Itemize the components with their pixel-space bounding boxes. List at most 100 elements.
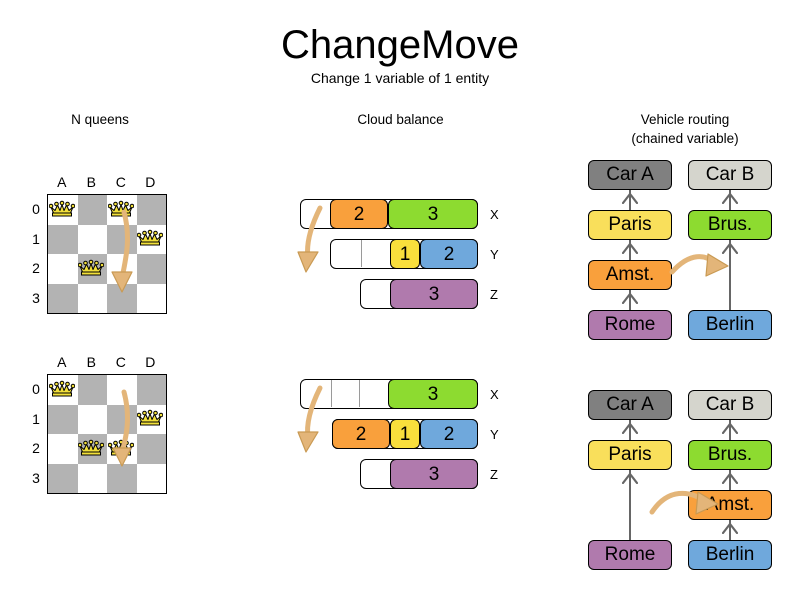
vrp-connector-vrp-after-a-0 [628, 420, 632, 440]
board-column-label-B: B [86, 174, 96, 190]
chess-cell-B1[interactable] [77, 404, 107, 434]
cloud-process-Z-1[interactable]: 3 [390, 459, 478, 489]
vrp-arrowhead-vrp-after-b-1 [721, 471, 739, 489]
vrp-arrowhead-vrp-before-a-2 [621, 291, 639, 309]
vrp-node-amst[interactable]: Amst. [688, 490, 772, 520]
vrp-arrowhead-vrp-before-b-0 [721, 191, 739, 209]
cloud-process-Y-3[interactable]: 2 [420, 419, 478, 449]
queen-piece-D1[interactable] [136, 229, 164, 249]
chess-cell-C1[interactable] [107, 224, 137, 254]
queen-piece-A0[interactable] [48, 380, 76, 400]
vrp-node-rome[interactable]: Rome [588, 310, 672, 340]
queen-piece-B2[interactable] [77, 259, 105, 279]
board-row-label-0: 0 [32, 381, 40, 397]
chess-cell-A3[interactable] [48, 283, 78, 313]
vrp-arrowhead-vrp-after-b-0 [721, 421, 739, 439]
cloud-machine-label-X: X [490, 387, 499, 402]
vrp-node-amst[interactable]: Amst. [588, 260, 672, 290]
vrp-node-brus[interactable]: Brus. [688, 210, 772, 240]
vrp-arrowhead-vrp-before-a-0 [621, 191, 639, 209]
chess-cell-C3[interactable] [107, 283, 137, 313]
vrp-connector-vrp-before-b-0 [728, 190, 732, 210]
vrp-node-paris[interactable]: Paris [588, 440, 672, 470]
cloud-machine-label-Y: Y [490, 247, 499, 262]
vrp-connector-vrp-before-a-0 [628, 190, 632, 210]
board-column-label-D: D [145, 174, 156, 190]
board-row-label-3: 3 [32, 289, 40, 306]
chess-cell-B0[interactable] [77, 375, 107, 405]
board-row-label-1: 1 [32, 410, 40, 427]
chess-cell-D0[interactable] [136, 375, 166, 405]
vrp-node-cara[interactable]: Car A [588, 160, 672, 190]
chess-cell-C1[interactable] [107, 404, 137, 434]
cloud-bar-divider [361, 240, 363, 267]
cloud-machine-label-Z: Z [490, 467, 498, 482]
chess-cell-D2[interactable] [136, 254, 166, 284]
page-subtitle: Change 1 variable of 1 entity [310, 70, 490, 86]
cloud-process-X-1[interactable]: 3 [388, 379, 478, 409]
vrp-node-paris[interactable]: Paris [588, 210, 672, 240]
cloud-machine-label-Z: Z [490, 287, 498, 302]
cloud-machine-label-X: X [490, 207, 499, 222]
cloud-process-Z-1[interactable]: 3 [390, 279, 478, 309]
chess-cell-B3[interactable] [77, 463, 107, 493]
vrp-connector-vrp-before-a-1 [628, 240, 632, 260]
vrp-arrowhead-vrp-before-b-1 [721, 241, 739, 259]
chess-cell-A1[interactable] [48, 404, 78, 434]
chess-cell-A2[interactable] [48, 434, 78, 464]
board-column-label-D: D [145, 354, 156, 370]
cloud-process-X-2[interactable]: 3 [388, 199, 478, 229]
cloud-process-X-1[interactable]: 2 [330, 199, 388, 229]
chess-cell-C2[interactable] [107, 254, 137, 284]
vrp-arrowhead-vrp-before-a-1 [621, 241, 639, 259]
cloud-process-Y-2[interactable]: 2 [420, 239, 478, 269]
vrp-node-carb[interactable]: Car B [688, 160, 772, 190]
vrp-connector-vrp-after-a-1 [628, 470, 632, 540]
section-heading-cloud-balance: Cloud balance [357, 112, 444, 127]
vrp-connector-vrp-after-b-2 [728, 520, 732, 540]
queen-piece-C0[interactable] [107, 200, 135, 220]
vrp-arrowhead-vrp-after-a-0 [621, 421, 639, 439]
vrp-node-cara[interactable]: Car A [588, 390, 672, 420]
cloud-bar-divider [359, 380, 361, 407]
chess-cell-A3[interactable] [48, 463, 78, 493]
board-column-label-A: A [57, 174, 67, 190]
board-column-label-A: A [57, 354, 67, 370]
chess-cell-C3[interactable] [107, 463, 137, 493]
chess-cell-A1[interactable] [48, 224, 78, 254]
cloud-machine-label-Y: Y [490, 427, 499, 442]
queen-piece-D1[interactable] [136, 409, 164, 429]
vrp-connector-vrp-before-b-1 [728, 240, 732, 310]
queen-piece-C2[interactable] [107, 439, 135, 459]
cloud-process-Y-1[interactable]: 2 [332, 419, 390, 449]
section-heading-vehicle-routing: Vehicle routing (chained variable) [600, 110, 770, 148]
board-row-label-2: 2 [32, 260, 40, 276]
chess-cell-D2[interactable] [136, 434, 166, 464]
chess-cell-B0[interactable] [77, 195, 107, 225]
board-column-label-C: C [115, 174, 126, 190]
vrp-connector-vrp-after-b-1 [728, 470, 732, 490]
chess-cell-C0[interactable] [107, 375, 137, 405]
queen-piece-A0[interactable] [48, 200, 76, 220]
chess-cell-D3[interactable] [136, 283, 166, 313]
vrp-node-carb[interactable]: Car B [688, 390, 772, 420]
board-row-label-1: 1 [32, 230, 40, 247]
cloud-process-Y-2[interactable]: 1 [390, 419, 420, 449]
queen-piece-B2[interactable] [77, 439, 105, 459]
chess-cell-A2[interactable] [48, 254, 78, 284]
board-column-label-B: B [86, 354, 96, 370]
vrp-node-berlin[interactable]: Berlin [688, 310, 772, 340]
chess-grid [47, 374, 167, 494]
chess-cell-B1[interactable] [77, 224, 107, 254]
chess-cell-D3[interactable] [136, 463, 166, 493]
vrp-node-berlin[interactable]: Berlin [688, 540, 772, 570]
board-row-label-3: 3 [32, 469, 40, 486]
cloud-process-Y-1[interactable]: 1 [390, 239, 420, 269]
vrp-node-rome[interactable]: Rome [588, 540, 672, 570]
board-row-label-0: 0 [32, 201, 40, 217]
chess-cell-D0[interactable] [136, 195, 166, 225]
vrp-node-brus[interactable]: Brus. [688, 440, 772, 470]
chess-cell-B3[interactable] [77, 283, 107, 313]
vrp-arrowhead-vrp-after-a-1 [621, 471, 639, 489]
